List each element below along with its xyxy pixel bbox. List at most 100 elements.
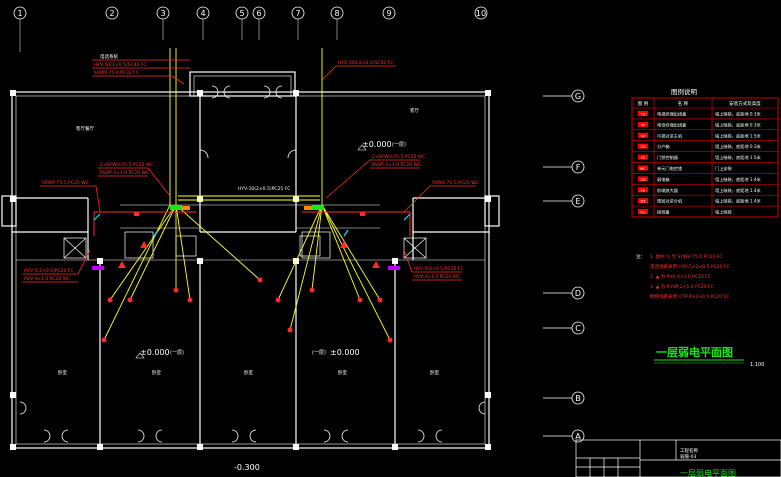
legend-symbol-box	[638, 132, 648, 138]
legend-heading: 图例说明	[671, 87, 698, 96]
legend-install: 墙上暗装，底距地 0.3米	[715, 143, 761, 150]
legend-symbol: MC	[640, 167, 646, 171]
axis-label-E: E	[575, 197, 580, 206]
legend-symbol: TD	[640, 113, 646, 117]
annotation-13: RVV-4×1.0 PC20 WC	[24, 276, 70, 282]
legend-install: 门上安装	[715, 165, 733, 172]
outlet-symbols	[101, 212, 393, 343]
legend-install: 墙上暗装，底距地 1.5米	[715, 132, 761, 139]
legend-install: 墙上暗装，底距地 1.4米	[715, 187, 761, 194]
room-label-1: 客厅餐厅	[76, 125, 94, 132]
equipment-boxes	[92, 205, 400, 270]
note-line-3: 2. ▲ 为 RVV-4×1.0 PC20 FC	[650, 273, 711, 280]
legend-symbol-box	[638, 111, 648, 116]
legend-name: 弱电箱	[657, 176, 670, 183]
legend-install: 墙上暗装，底距地 0.3米	[715, 121, 761, 128]
legend-name: 分户箱	[657, 143, 670, 150]
elevation-right-note: (一层)	[312, 350, 326, 356]
legend-symbol-box	[638, 198, 648, 204]
title-scale: 1:100	[750, 362, 764, 368]
annotation-texts: 电话系统 HYV-50(2×0.5)SC40 FC SYWV-75-9 PC32…	[24, 53, 479, 282]
annotation-9: RVVP-4×1.0 PC20 WC	[372, 162, 421, 168]
legend-symbol: DZ	[640, 200, 646, 204]
legend-install: 墙上暗装	[715, 209, 733, 216]
room-label-2: 客厅	[410, 107, 419, 114]
room-labels: 客厅餐厅 客厅 卧室 卧室 卧室 卧室 卧室	[58, 107, 439, 376]
legend-name: 电视终端出线盒	[657, 111, 687, 118]
legend-col-name: 名 称	[678, 100, 689, 107]
legend-name: 接线盒	[657, 209, 670, 216]
annotation-11: HYV-10(2×0.5)PC25 FC	[238, 186, 290, 192]
title-block	[575, 439, 781, 477]
axis-label-G: G	[575, 92, 581, 101]
elevation-left-note: (一层)	[170, 350, 184, 356]
annotation-2: HYV-50(2×0.5)SC40 FC	[94, 62, 146, 68]
axis-label-6: 6	[256, 9, 261, 18]
annotation-14: HYV-5(2×0.5)PC20 FC	[414, 266, 463, 272]
title-block-project: 工程名称	[680, 447, 698, 454]
annotation-leaders	[22, 59, 476, 283]
axis-label-10: 10	[476, 9, 486, 18]
legend-name: 单元门电控锁	[657, 165, 683, 172]
legend-symbol: TP	[640, 123, 645, 127]
legend-install: 墙上暗装，底距地 1.4米	[715, 198, 761, 205]
notes-label: 注：	[636, 253, 645, 260]
axis-label-4: 4	[200, 9, 205, 18]
annotation-12: HYV-5(2×0.5)PC20 FC	[24, 268, 73, 274]
elevation-right: ±0.000	[330, 348, 360, 357]
title-block-drawing: 一层弱电平面图	[680, 468, 736, 477]
axis-label-8: 8	[334, 9, 339, 18]
title-block-sheet: 弱施-03	[680, 453, 696, 460]
elevation-center-note: (一层)	[392, 142, 406, 148]
elevation-marks: ±0.000 (一层) ±0.000 (一层) ±0.000 (一层) -0.3…	[135, 140, 406, 472]
legend-name: 可视对讲主机	[657, 132, 683, 139]
legend-col-symbol: 图 例	[638, 100, 649, 107]
axis-label-B: B	[575, 394, 581, 403]
legend-symbol: DJ	[641, 156, 645, 160]
room-label-6: 卧室	[338, 369, 347, 376]
right-axis-bubbles	[543, 89, 585, 443]
legend-symbol-box	[638, 121, 648, 127]
legend-install: 墙上暗装，底距地 1.5米	[715, 154, 761, 161]
cyan-devices	[93, 213, 411, 237]
legend-symbol: KG	[640, 211, 645, 215]
legend-name: 楼层对讲分机	[657, 198, 683, 205]
legend-name: 电话终端出线盒	[657, 121, 687, 128]
annotation-8: 2×SYWV-75-5 PC20 WC	[372, 154, 425, 160]
legend-symbol: ZD	[640, 145, 645, 149]
annotation-10: SYWV-75-5 PC20 WC	[432, 180, 479, 186]
axis-label-2: 2	[109, 9, 114, 18]
room-label-4: 卧室	[152, 369, 161, 376]
building-walls	[1, 71, 500, 449]
legend-install: 墙上暗装，底距地 0.3米	[715, 111, 761, 118]
axis-label-1: 1	[17, 9, 22, 18]
right-axis-labels: G F E D C B A	[575, 92, 581, 441]
annotation-6: RVVP-4×1.0 PC20 WC	[100, 170, 149, 176]
annotation-5: 2×SYWV-75-5 PC20 WC	[100, 162, 153, 168]
legend-symbol-box	[638, 176, 648, 182]
note-line-1: 1. 图中 ① 为 SYWV-75-5 PC20 FC	[650, 253, 722, 260]
legend-symbol: VP	[641, 134, 646, 138]
weak-current-wiring	[103, 48, 391, 341]
legend-install: 墙上暗装，底距地 1.4米	[715, 176, 761, 183]
windows-doors	[19, 85, 486, 443]
legend-symbol: FH	[641, 189, 646, 193]
axis-label-D: D	[575, 289, 581, 298]
legend-symbol-box	[638, 209, 648, 215]
note-line-2: 电话线路采用 HYV-5×2×0.5 PC20 FC	[650, 263, 730, 270]
legend-symbol: XD	[640, 178, 645, 182]
annotation-4: HYV-100(2×0.5)SC50 FC	[338, 60, 393, 66]
axis-label-7: 7	[295, 9, 300, 18]
legend-symbol-box	[638, 187, 648, 193]
legend-symbol-box	[638, 154, 648, 160]
legend-name: 前端放大器	[657, 187, 679, 194]
legend-symbol-box	[638, 143, 648, 149]
axis-label-9: 9	[386, 9, 391, 18]
elevation-center: ±0.000	[362, 140, 392, 149]
note-line-5: 网络线路采用 UTP-4×2×0.5 PC20 FC	[650, 293, 729, 300]
room-label-3: 卧室	[58, 369, 67, 376]
note-line-4: 3. ▲ 为 RVVP-2×1.0 PC20 FC	[650, 283, 714, 290]
